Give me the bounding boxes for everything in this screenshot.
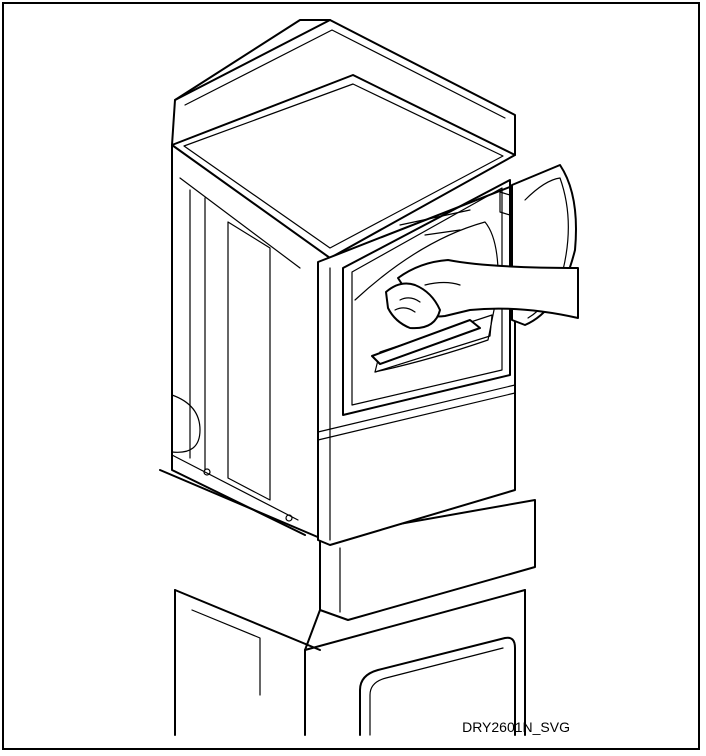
lower-unit bbox=[174, 589, 526, 736]
figure-caption: DRY2601N_SVG bbox=[462, 719, 570, 735]
door-opening bbox=[342, 179, 511, 416]
dryer-cabinet bbox=[171, 19, 516, 546]
hand-with-cloth bbox=[385, 259, 579, 330]
